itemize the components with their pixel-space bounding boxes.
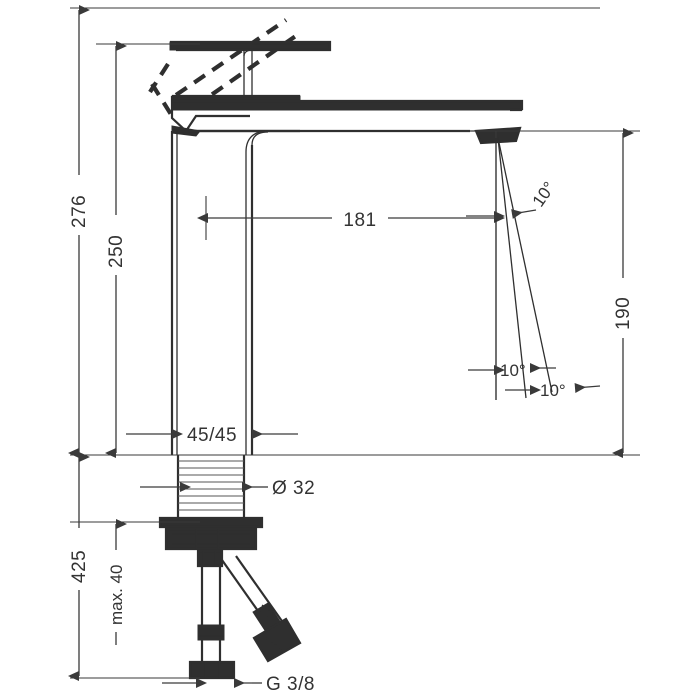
aerator-outlet <box>474 126 522 145</box>
dimension-supply-length: 425 <box>64 452 94 681</box>
shank-thread-hatch <box>178 460 244 511</box>
mounting-nut <box>164 527 258 551</box>
dimension-projection-height: 190 <box>608 128 638 458</box>
dimension-base-size: 45/45 <box>126 425 298 446</box>
dimension-hole-diameter: Ø 32 <box>140 478 315 499</box>
mounting-hardware <box>158 455 302 680</box>
dimension-spout-height: 250 <box>101 41 131 458</box>
handle-motion-dashed-left <box>148 62 174 118</box>
dimension-label-g38: G 3/8 <box>266 674 315 695</box>
dimension-label-276: 276 <box>69 195 90 228</box>
angle-upper: 10° <box>466 178 559 221</box>
angle-lower-left: 10° <box>468 361 556 380</box>
dimension-label-45-45: 45/45 <box>187 425 237 446</box>
dimension-label-190: 190 <box>613 297 634 330</box>
faucet-body-geometry <box>148 18 524 455</box>
dimension-total-height: 276 <box>64 5 94 458</box>
spout-arm <box>171 99 524 153</box>
dimension-thread: G 3/8 <box>162 674 315 695</box>
dimension-label-181: 181 <box>343 210 376 231</box>
supply-coupling <box>196 549 224 568</box>
dimension-max-thickness: max. 40 <box>101 519 131 645</box>
dimension-label-max-40: max. 40 <box>107 565 126 625</box>
angle-label-lower-right: 10° <box>540 381 566 400</box>
spray-angle-lines <box>495 137 553 400</box>
washer-plate <box>158 516 264 529</box>
threaded-shank <box>176 455 246 518</box>
angle-label-upper: 10° <box>529 178 559 210</box>
riser-column <box>170 131 254 455</box>
dimension-label-425: 425 <box>69 550 90 583</box>
supply-hose-vertical <box>188 566 236 680</box>
lever-handle <box>169 40 332 96</box>
supply-hose-angled <box>221 555 302 663</box>
dimension-label-diameter-32: Ø 32 <box>272 478 315 499</box>
dimension-label-250: 250 <box>106 235 127 268</box>
angle-label-lower-left: 10° <box>500 361 526 380</box>
dimension-reach: 181 <box>197 196 505 240</box>
angle-lower-right: 10° <box>505 381 601 400</box>
handle-motion-dashed-upper <box>174 18 302 109</box>
